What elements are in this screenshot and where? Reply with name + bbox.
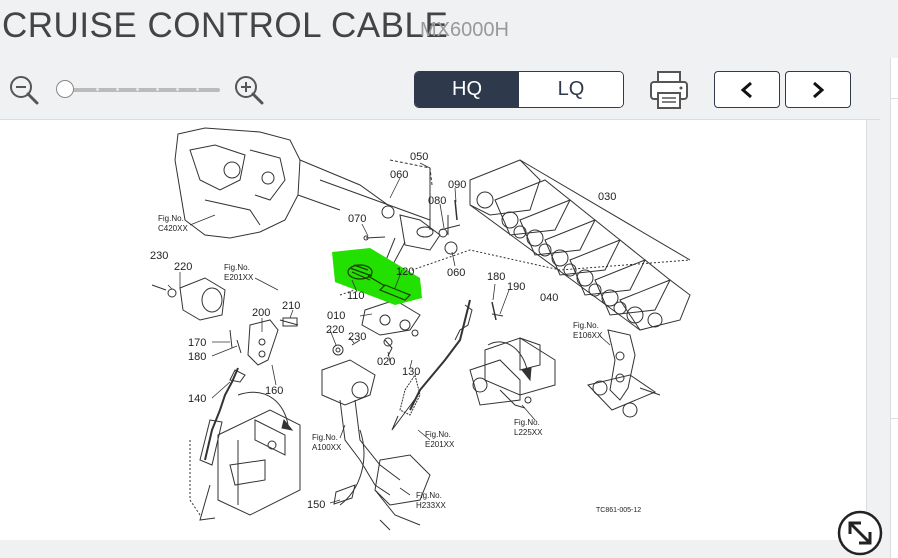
part-label[interactable]: 230 xyxy=(348,331,366,343)
zoom-tick xyxy=(156,88,159,91)
part-label[interactable]: 170 xyxy=(188,337,206,349)
part-label[interactable]: 020 xyxy=(377,356,395,368)
part-label[interactable]: 210 xyxy=(282,300,300,312)
zoom-tick xyxy=(116,88,119,91)
svg-text:H233XX: H233XX xyxy=(416,501,446,510)
prev-page-button[interactable] xyxy=(714,71,780,108)
fig-ref[interactable]: Fig.No. L225XX xyxy=(514,418,543,437)
zoom-tick xyxy=(176,88,179,91)
sidebar-divider xyxy=(890,418,898,419)
next-page-button[interactable] xyxy=(785,71,851,108)
part-label[interactable]: 030 xyxy=(598,191,616,203)
part-label[interactable]: 060 xyxy=(447,267,465,279)
fig-ref[interactable]: Fig.No. E106XX xyxy=(573,321,603,340)
expand-arrows-icon[interactable] xyxy=(837,510,883,556)
part-label[interactable]: 080 xyxy=(428,195,446,207)
fig-ref[interactable]: Fig.No. A100XX xyxy=(312,433,342,452)
part-label[interactable]: 090 xyxy=(448,179,466,191)
fig-ref[interactable]: Fig.No. H233XX xyxy=(416,491,446,510)
right-sidebar xyxy=(890,58,898,558)
svg-text:Fig.No.: Fig.No. xyxy=(416,491,442,500)
svg-text:A100XX: A100XX xyxy=(312,443,342,452)
svg-text:E106XX: E106XX xyxy=(573,331,603,340)
part-label[interactable]: 110 xyxy=(347,290,365,302)
part-label[interactable]: 200 xyxy=(252,307,270,319)
zoom-tick xyxy=(136,88,139,91)
zoom-track[interactable] xyxy=(60,88,220,92)
part-label[interactable]: 180 xyxy=(188,351,206,363)
fig-ref[interactable]: Fig.No. E201XX xyxy=(224,263,254,282)
svg-text:Fig.No.: Fig.No. xyxy=(312,433,338,442)
zoom-out-icon[interactable] xyxy=(8,74,40,106)
title-bar: CRUISE CONTROL CABLE MX6000H xyxy=(0,0,898,52)
part-label[interactable]: 150 xyxy=(307,499,325,511)
part-label[interactable]: 130 xyxy=(402,366,420,378)
svg-text:Fig.No.: Fig.No. xyxy=(224,263,250,272)
svg-text:E201XX: E201XX xyxy=(224,273,254,282)
part-label[interactable]: 230 xyxy=(150,250,168,262)
part-label[interactable]: 120 xyxy=(396,266,414,278)
fig-ref[interactable]: Fig.No. C420XX xyxy=(158,214,188,233)
part-label[interactable]: 050 xyxy=(410,151,428,163)
chevron-left-icon xyxy=(740,81,752,98)
zoom-in-icon[interactable] xyxy=(233,74,265,106)
toolbar-divider xyxy=(0,119,880,120)
toolbar: HQ LQ xyxy=(0,56,880,120)
hq-button[interactable]: HQ xyxy=(415,72,519,107)
part-label[interactable]: 220 xyxy=(174,261,192,273)
page-title: CRUISE CONTROL CABLE xyxy=(2,6,449,45)
part-label[interactable]: 180 xyxy=(487,271,505,283)
svg-text:Fig.No.: Fig.No. xyxy=(514,418,540,427)
sidebar-divider xyxy=(890,98,898,99)
svg-text:Fig.No.: Fig.No. xyxy=(573,321,599,330)
part-label[interactable]: 010 xyxy=(327,310,345,322)
part-label[interactable]: 070 xyxy=(348,213,366,225)
part-label[interactable]: 040 xyxy=(540,292,558,304)
zoom-slider[interactable] xyxy=(56,80,221,100)
parts-diagram-panel[interactable]: 050 060 090 080 070 030 120 060 110 180 … xyxy=(0,120,867,540)
lq-button[interactable]: LQ xyxy=(519,72,623,107)
svg-text:Fig.No.: Fig.No. xyxy=(158,214,184,223)
model-code: MX6000H xyxy=(420,19,509,41)
chevron-right-icon xyxy=(813,81,825,98)
part-label[interactable]: 160 xyxy=(265,385,283,397)
svg-text:C420XX: C420XX xyxy=(158,224,188,233)
part-label[interactable]: 140 xyxy=(188,393,206,405)
printer-icon[interactable] xyxy=(649,69,689,111)
part-label[interactable]: 220 xyxy=(326,324,344,336)
part-label[interactable]: 060 xyxy=(390,169,408,181)
drawing-code: TC861-005-12 xyxy=(596,507,641,514)
part-label[interactable]: 190 xyxy=(507,281,525,293)
svg-text:Fig.No.: Fig.No. xyxy=(425,430,451,439)
fig-ref[interactable]: Fig.No. E201XX xyxy=(425,430,455,449)
zoom-slider-handle[interactable] xyxy=(56,80,74,98)
zoom-tick xyxy=(96,88,99,91)
parts-diagram: 050 060 090 080 070 030 120 060 110 180 … xyxy=(150,127,691,531)
zoom-tick xyxy=(196,88,199,91)
svg-text:L225XX: L225XX xyxy=(514,428,543,437)
quality-toggle: HQ LQ xyxy=(414,71,624,108)
svg-text:E201XX: E201XX xyxy=(425,440,455,449)
